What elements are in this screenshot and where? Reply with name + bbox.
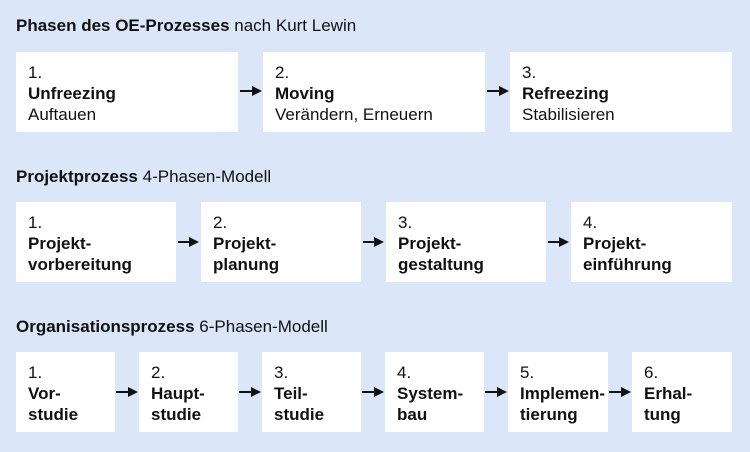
- phase-box-teilstudie: 3. Teil- studie: [262, 352, 361, 432]
- phase-box-hauptstudie: 2. Haupt- studie: [139, 352, 238, 432]
- phase-title-line1: Teil-: [274, 384, 308, 403]
- phase-title: Unfreezing: [28, 84, 116, 103]
- phase-box-implementierung: 5. Implemen- tierung: [508, 352, 608, 432]
- flow-arrow: [485, 387, 507, 397]
- flow-arrow: [487, 86, 509, 96]
- phase-title-line2: bau: [397, 405, 428, 424]
- phase-box-erhaltung: 6. Erhal- tung: [632, 352, 732, 432]
- phase-title-line1: Projekt-: [583, 234, 647, 253]
- phase-number: 4.: [583, 213, 598, 232]
- phase-title-line1: Projekt-: [398, 234, 462, 253]
- section-title-rest: 4-Phasen-Modell: [137, 167, 272, 186]
- phase-title-line2: tierung: [520, 405, 578, 424]
- phase-box-moving: 2. Moving Verändern, Erneuern: [263, 52, 485, 132]
- section-title-lewin: Phasen des OE-Prozesses nach Kurt Lewin: [16, 16, 356, 36]
- phase-subtitle: Auftauen: [28, 105, 97, 124]
- flow-arrow: [362, 387, 384, 397]
- phase-title-line1: Haupt-: [151, 384, 205, 403]
- section-title-organisationsprozess: Organisationsprozess 6-Phasen-Modell: [16, 317, 328, 337]
- phase-box-unfreezing: 1. Unfreezing Auftauen: [16, 52, 238, 132]
- phase-number: 4.: [397, 363, 412, 382]
- phase-number: 2.: [275, 63, 290, 82]
- flow-arrow: [548, 237, 569, 247]
- section-title-bold: Projektprozess: [16, 167, 138, 186]
- phase-title-line2: studie: [28, 405, 79, 424]
- phase-title-line1: Erhal-: [644, 384, 693, 403]
- phase-subtitle: Verändern, Erneuern: [275, 105, 433, 124]
- phase-title-line2: tung: [644, 405, 681, 424]
- section-title-bold: Organisationsprozess: [16, 317, 195, 336]
- phase-title-line1: System-: [397, 384, 464, 403]
- phase-title-line2: studie: [274, 405, 325, 424]
- phase-box-projektgestaltung: 3. Projekt- gestaltung: [386, 202, 546, 282]
- phase-title-line2: gestaltung: [398, 255, 484, 274]
- phase-title-line2: planung: [213, 255, 280, 274]
- phase-box-projektvorbereitung: 1. Projekt- vorbereitung: [16, 202, 176, 282]
- flow-arrow: [363, 237, 384, 247]
- phase-number: 6.: [644, 363, 659, 382]
- phase-subtitle: Stabilisieren: [522, 105, 615, 124]
- phase-box-refreezing: 3. Refreezing Stabilisieren: [510, 52, 732, 132]
- phase-number: 1.: [28, 63, 43, 82]
- flow-arrow: [239, 387, 261, 397]
- flow-arrow: [116, 387, 138, 397]
- flow-arrow: [609, 387, 631, 397]
- phase-title: Moving: [275, 84, 335, 103]
- phase-title-line1: Implemen-: [520, 384, 606, 403]
- phase-box-projekteinfuehrung: 4. Projekt- einführung: [571, 202, 732, 282]
- phase-number: 1.: [28, 213, 43, 232]
- phase-title-line2: vorbereitung: [28, 255, 132, 274]
- section-title-projektprozess: Projektprozess 4-Phasen-Modell: [16, 167, 271, 187]
- phase-number: 3.: [522, 63, 537, 82]
- phase-title-line1: Projekt-: [213, 234, 277, 253]
- phase-box-projektplanung: 2. Projekt- planung: [201, 202, 361, 282]
- flow-arrow: [178, 237, 199, 247]
- section-title-rest: nach Kurt Lewin: [229, 16, 357, 35]
- phase-title-line2: einführung: [583, 255, 672, 274]
- phase-title-line2: studie: [151, 405, 202, 424]
- phase-number: 3.: [398, 213, 413, 232]
- phase-title: Refreezing: [522, 84, 609, 103]
- phase-title-line1: Vor-: [28, 384, 61, 403]
- phase-box-vorstudie: 1. Vor- studie: [16, 352, 115, 432]
- phase-number: 2.: [151, 363, 166, 382]
- phase-number: 5.: [520, 363, 535, 382]
- phase-box-systembau: 4. System- bau: [385, 352, 484, 432]
- phase-number: 2.: [213, 213, 228, 232]
- section-title-bold: Phasen des OE-Prozesses: [16, 16, 230, 35]
- section-title-rest: 6-Phasen-Modell: [194, 317, 328, 336]
- phase-title-line1: Projekt-: [28, 234, 92, 253]
- phase-number: 3.: [274, 363, 289, 382]
- flow-arrow: [240, 86, 262, 96]
- phase-number: 1.: [28, 363, 43, 382]
